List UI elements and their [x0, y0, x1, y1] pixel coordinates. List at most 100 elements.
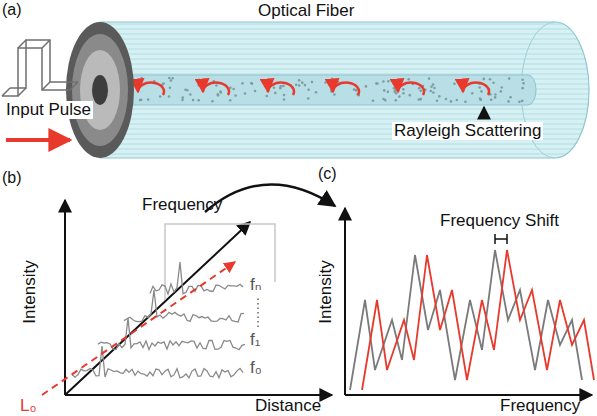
particle — [494, 96, 497, 99]
particle — [432, 91, 435, 94]
particle — [333, 93, 336, 96]
annotation: Frequency Shift — [440, 212, 559, 230]
particle — [298, 84, 301, 87]
particle — [307, 97, 310, 100]
part-label: Rayleigh Scattering — [392, 122, 543, 140]
position-label: L₀ — [20, 397, 37, 415]
particle — [273, 86, 276, 89]
particle — [478, 86, 481, 89]
particle — [147, 98, 150, 101]
particle — [438, 95, 441, 98]
particle — [279, 87, 282, 90]
intensity-axis — [64, 200, 66, 395]
particle — [197, 99, 200, 102]
particle — [521, 87, 524, 90]
fiber-jacket-face — [66, 22, 134, 158]
particle — [335, 80, 338, 83]
particle — [494, 93, 497, 96]
particle — [479, 97, 482, 100]
particle — [324, 81, 327, 84]
pulse-edges — [2, 40, 78, 96]
fiber-core — [100, 75, 536, 105]
particle — [507, 100, 510, 103]
fiber-coating-face — [72, 34, 128, 146]
particle — [492, 81, 495, 84]
particle — [229, 99, 232, 102]
position-line — [42, 262, 235, 395]
axis-label: Intensity — [317, 260, 335, 323]
particle — [393, 87, 396, 90]
pulse-back — [10, 40, 78, 88]
particle — [204, 79, 207, 82]
leader-line — [483, 107, 485, 119]
transfer-arrow — [205, 184, 335, 212]
distance-axis — [65, 394, 332, 396]
axis-label: Distance — [255, 397, 321, 415]
trace-label: f₁ — [250, 331, 260, 349]
particle — [215, 84, 218, 87]
particle — [418, 87, 421, 90]
particle — [283, 98, 286, 101]
fiber-core-face — [92, 75, 108, 105]
particle — [282, 85, 285, 88]
particle — [315, 91, 318, 94]
particle — [197, 84, 200, 87]
frequency-axis — [345, 394, 592, 396]
particle — [453, 83, 456, 86]
particle — [274, 92, 277, 95]
particle — [198, 79, 201, 82]
particle — [140, 77, 143, 80]
particle — [450, 100, 453, 103]
particle — [432, 83, 435, 86]
particle — [254, 90, 257, 93]
particle — [353, 88, 356, 91]
particle — [500, 90, 503, 93]
particle — [301, 81, 304, 84]
particle — [480, 90, 483, 93]
axes-c — [345, 208, 592, 395]
particle — [509, 96, 512, 99]
particle — [395, 99, 398, 102]
intensity-trace — [150, 262, 243, 294]
axis-label: Frequency — [500, 397, 580, 415]
particle — [382, 80, 385, 83]
slice-plane — [165, 224, 275, 300]
particle — [181, 96, 184, 99]
particle — [241, 82, 244, 85]
particle — [140, 99, 143, 102]
particle — [445, 98, 448, 101]
backscatter-arrows — [138, 83, 489, 95]
intensity-trace — [98, 318, 245, 350]
particle — [387, 91, 390, 94]
particle — [171, 77, 174, 80]
particle — [169, 86, 172, 89]
particle — [170, 79, 173, 82]
panel-letter: (b) — [2, 170, 22, 187]
particle — [518, 101, 521, 104]
particle — [295, 84, 298, 87]
particle — [382, 98, 385, 101]
particle — [471, 92, 474, 95]
particle — [283, 94, 286, 97]
input-pulse-shape — [2, 40, 78, 96]
particle — [433, 87, 436, 90]
particle — [383, 89, 386, 92]
particle — [159, 95, 162, 98]
particle — [428, 77, 431, 80]
scatter-arrow — [398, 83, 424, 95]
trace-label: fₙ — [250, 276, 262, 294]
particle — [219, 90, 222, 93]
particle — [251, 82, 254, 85]
scatter-particles — [139, 77, 525, 103]
axis-label: Intensity — [21, 260, 39, 323]
particle — [483, 78, 486, 81]
particle — [265, 95, 268, 98]
particle — [429, 90, 432, 93]
particle — [184, 88, 187, 91]
particle — [430, 85, 433, 88]
optical-fiber — [66, 22, 589, 158]
particle — [232, 88, 235, 91]
particle — [408, 94, 411, 97]
scatter-arrow — [268, 83, 294, 95]
particle — [419, 98, 422, 101]
